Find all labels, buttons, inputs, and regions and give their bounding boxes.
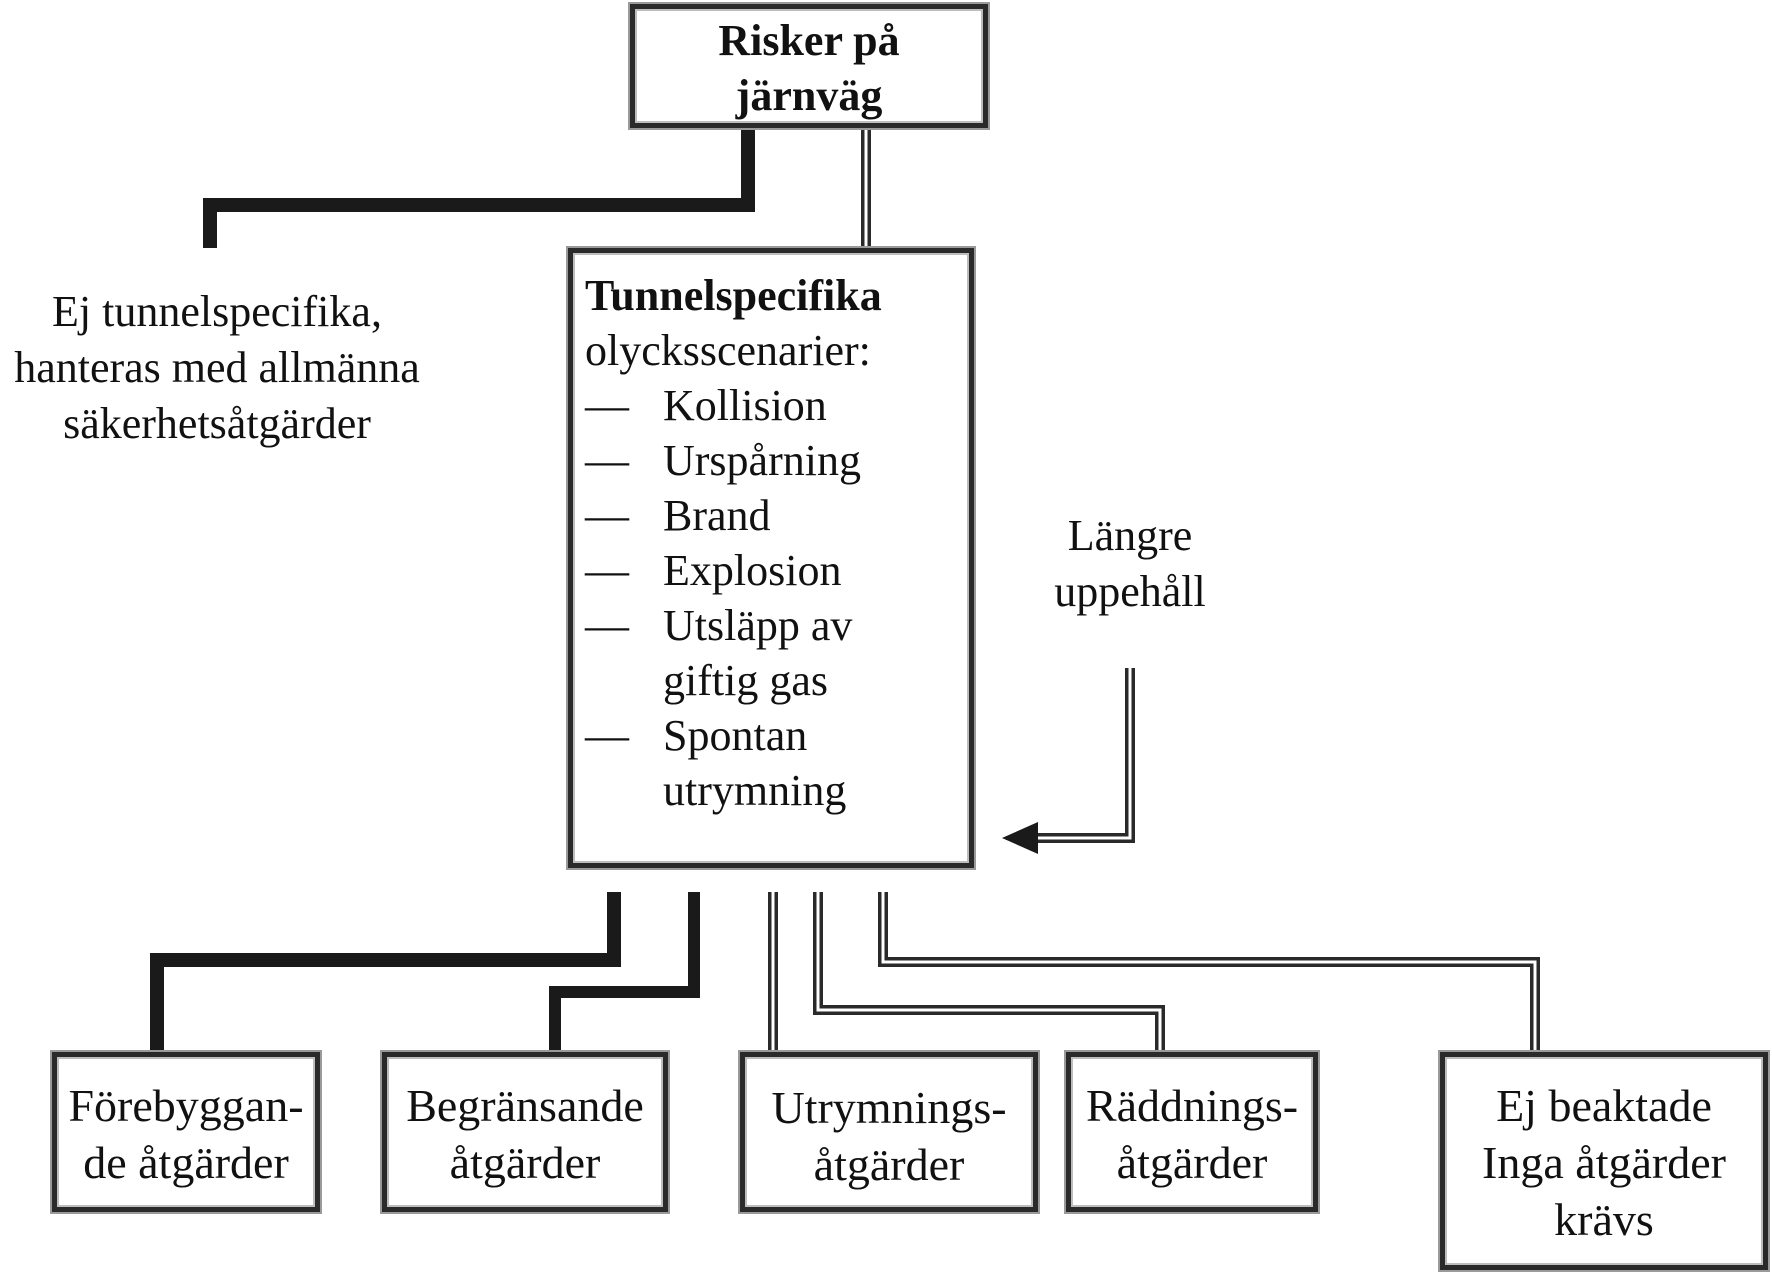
scenario-item-fire: Brand bbox=[663, 491, 771, 540]
scenario-dash-4: — bbox=[585, 546, 629, 595]
scenario-subheading: olycksscenarier: bbox=[585, 326, 871, 375]
side-note: Längre uppehåll bbox=[1054, 511, 1206, 616]
outcome-box-limiting: Begränsande åtgärder bbox=[382, 1052, 668, 1212]
scenario-item-explosion: Explosion bbox=[663, 546, 842, 595]
connector-center-to-outcome-4 bbox=[813, 892, 1165, 1052]
scenario-item-collision: Kollision bbox=[663, 381, 827, 430]
scenario-dash-1: — bbox=[585, 381, 629, 430]
connector-center-to-outcome-2 bbox=[549, 892, 700, 1052]
scenario-dash-5: — bbox=[585, 601, 629, 650]
scenario-dash-6: — bbox=[585, 711, 629, 760]
scenario-item-evacuation: Spontan utrymning bbox=[663, 711, 847, 815]
connector-center-to-outcome-1 bbox=[150, 892, 621, 1052]
scenario-item-toxic-gas: Utsläpp av giftig gas bbox=[663, 601, 853, 705]
outcome-box-rescue: Räddnings- åtgärder bbox=[1066, 1052, 1318, 1212]
outcome-box-preventive: Förebyggan- de åtgärder bbox=[52, 1052, 320, 1212]
connector-center-to-outcome-5 bbox=[878, 892, 1540, 1052]
outcome-box-not-considered: Ej beaktade Inga åtgärder krävs bbox=[1440, 1052, 1768, 1270]
scenario-box: Tunnelspecifika olycksscenarier: — Kolli… bbox=[568, 248, 974, 868]
scenario-heading: Tunnelspecifika bbox=[585, 271, 882, 320]
outcome-box-evacuation: Utrymnings- åtgärder bbox=[740, 1052, 1038, 1212]
root-box: Risker på järnväg bbox=[630, 4, 988, 128]
root-title: Risker på järnväg bbox=[718, 16, 900, 120]
scenario-dash-3: — bbox=[585, 491, 629, 540]
scenario-item-derailment: Urspårning bbox=[663, 436, 861, 485]
scenario-dash-2: — bbox=[585, 436, 629, 485]
connector-root-to-left-note bbox=[203, 128, 755, 248]
connector-side-note-to-center bbox=[1002, 668, 1135, 854]
left-note: Ej tunnelspecifika, hanteras med allmänn… bbox=[14, 287, 420, 448]
